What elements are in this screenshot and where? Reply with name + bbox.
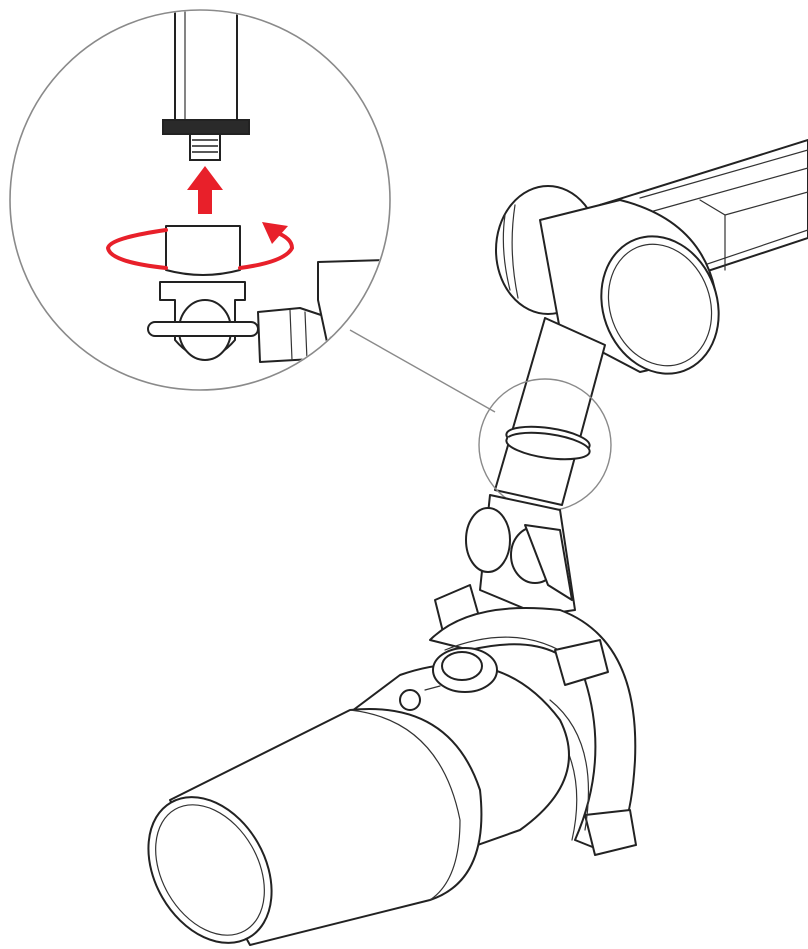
rotate-arrow-icon: [105, 222, 295, 270]
knurled-nut: [162, 119, 250, 135]
swivel-clamp: [147, 281, 331, 363]
callout-circle: [9, 9, 391, 391]
swivel-mount: [465, 494, 576, 616]
arm-tube: [494, 317, 606, 506]
upper-tube: [174, 11, 238, 121]
microphone: [147, 647, 570, 946]
up-arrow-icon: [187, 166, 223, 214]
screw-thread: [189, 133, 221, 161]
lower-adapter: [165, 225, 241, 276]
boom-joint: [495, 185, 720, 375]
callout-connector: [349, 329, 496, 413]
